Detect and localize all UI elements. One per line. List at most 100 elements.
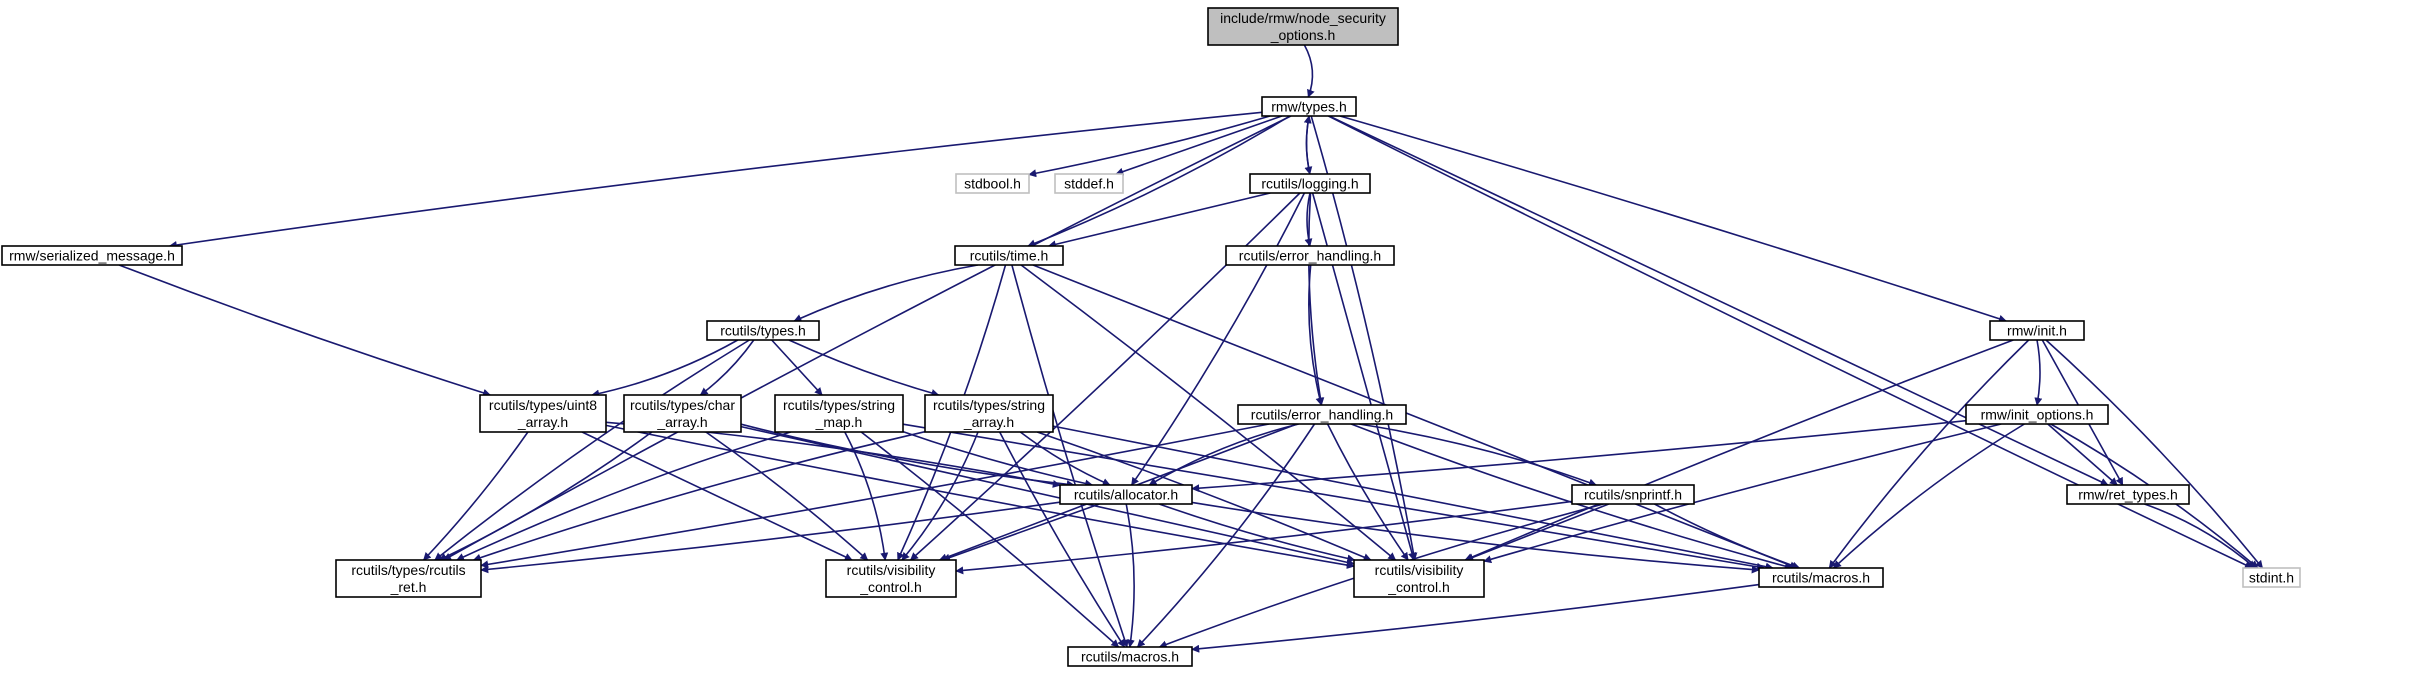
include-edge: [860, 431, 1120, 648]
node-box[interactable]: [1067, 646, 1193, 667]
node-box[interactable]: [2066, 484, 2190, 505]
node-box[interactable]: [706, 320, 820, 341]
node-stddef[interactable]: stddef.h: [1054, 173, 1124, 194]
include-edge: [168, 111, 1263, 249]
include-edge: [1465, 503, 1610, 562]
node-label: _control.h: [859, 579, 921, 595]
node-stdbool[interactable]: stdbool.h: [955, 173, 1030, 194]
node-box[interactable]: [1225, 245, 1395, 266]
node-box[interactable]: [1207, 7, 1399, 46]
node-label: rcutils/macros.h: [1772, 570, 1870, 586]
node-box[interactable]: [954, 245, 1064, 266]
include-edge: [2034, 339, 2043, 406]
node-string-array[interactable]: rcutils/types/string_array.h: [924, 394, 1054, 433]
node-box[interactable]: [924, 394, 1054, 433]
node-label: include/rmw/node_security: [1220, 10, 1386, 26]
node-rcutils-allocator[interactable]: rcutils/allocator.h: [1059, 484, 1193, 505]
node-string-map[interactable]: rcutils/types/string_map.h: [774, 394, 904, 433]
node-rcutils-snprintf[interactable]: rcutils/snprintf.h: [1571, 484, 1695, 505]
node-char-array[interactable]: rcutils/types/char_array.h: [623, 394, 742, 433]
include-edge: [942, 503, 1100, 562]
node-rmw-ret-types[interactable]: rmw/ret_types.h: [2066, 484, 2190, 505]
include-edge: [1191, 419, 1967, 493]
node-label: _array.h: [517, 414, 568, 430]
include-edge: [1828, 339, 2030, 569]
node-label: stdbool.h: [964, 176, 1021, 192]
include-edge: [1130, 192, 1306, 486]
node-rmw-init[interactable]: rmw/init.h: [1989, 320, 2085, 341]
node-root[interactable]: include/rmw/node_security_options.h: [1207, 7, 1399, 46]
node-box[interactable]: [825, 559, 957, 598]
node-rmw-serialized-message[interactable]: rmw/serialized_message.h: [1, 245, 183, 266]
node-box[interactable]: [335, 559, 482, 598]
node-rcutils-time[interactable]: rcutils/time.h: [954, 245, 1064, 266]
include-edge: [2045, 339, 2264, 569]
node-rcutils-ret[interactable]: rcutils/types/rcutils_ret.h: [335, 559, 482, 598]
node-visibility-left[interactable]: rcutils/visibility_control.h: [825, 559, 957, 598]
node-stdint[interactable]: stdint.h: [2242, 567, 2301, 588]
include-edge: [955, 500, 1573, 575]
node-rmw-types[interactable]: rmw/types.h: [1261, 96, 1357, 117]
node-uint8-array[interactable]: rcutils/types/uint8_array.h: [479, 394, 607, 433]
include-edge: [1028, 115, 1271, 178]
include-edge: [456, 431, 791, 561]
node-rcutils-error-handling-mid[interactable]: rcutils/error_handling.h: [1237, 404, 1407, 425]
include-edge: [443, 115, 1292, 561]
node-box[interactable]: [1758, 567, 1884, 588]
node-box[interactable]: [2242, 567, 2301, 588]
node-box[interactable]: [774, 394, 904, 433]
node-label: _control.h: [1387, 579, 1449, 595]
include-edge: [1027, 115, 1291, 248]
node-box[interactable]: [1054, 173, 1124, 194]
node-rcutils-logging[interactable]: rcutils/logging.h: [1249, 173, 1371, 194]
node-box[interactable]: [1, 245, 183, 266]
node-box[interactable]: [479, 394, 607, 433]
node-rmw-init-options[interactable]: rmw/init_options.h: [1965, 404, 2109, 425]
include-edge: [1191, 501, 1760, 574]
node-box[interactable]: [1353, 559, 1485, 598]
node-rcutils-error-handling-top[interactable]: rcutils/error_handling.h: [1225, 245, 1395, 266]
node-box[interactable]: [955, 173, 1030, 194]
include-edge: [1358, 423, 1597, 487]
node-box[interactable]: [1571, 484, 1695, 505]
include-edge: [472, 430, 926, 562]
node-label: _ret.h: [390, 579, 427, 595]
include-edge: [699, 339, 755, 396]
node-box[interactable]: [1237, 404, 1407, 425]
node-macros-bottom[interactable]: rcutils/macros.h: [1067, 646, 1193, 667]
include-edge: [1311, 192, 1416, 561]
node-box[interactable]: [1059, 484, 1193, 505]
node-label: rcutils/visibility: [1375, 562, 1464, 578]
node-label: stdint.h: [2249, 570, 2294, 586]
node-label: rcutils/error_handling.h: [1251, 407, 1393, 423]
include-edge: [1191, 583, 1760, 653]
node-label: rmw/serialized_message.h: [9, 248, 175, 264]
node-box[interactable]: [1261, 96, 1357, 117]
node-box[interactable]: [1989, 320, 2085, 341]
node-rcutils-types[interactable]: rcutils/types.h: [706, 320, 820, 341]
include-edge: [1047, 192, 1271, 249]
include-edge: [118, 264, 491, 397]
node-label: _map.h: [815, 414, 863, 430]
node-label: rmw/ret_types.h: [2078, 487, 2178, 503]
include-edge: [902, 430, 1094, 488]
include-edge: [740, 425, 1355, 567]
include-edge: [1148, 423, 1299, 486]
node-label: rcutils/visibility: [847, 562, 936, 578]
node-box[interactable]: [1965, 404, 2109, 425]
node-box[interactable]: [1249, 173, 1371, 194]
node-box[interactable]: [623, 394, 742, 433]
include-edge: [1019, 431, 1111, 486]
node-label: rcutils/error_handling.h: [1239, 248, 1381, 264]
include-edge: [1115, 115, 1283, 176]
include-edge: [788, 339, 940, 397]
include-edge: [2047, 423, 2118, 486]
node-visibility-right[interactable]: rcutils/visibility_control.h: [1353, 559, 1485, 598]
node-label: rcutils/allocator.h: [1074, 487, 1178, 503]
node-macros-right[interactable]: rcutils/macros.h: [1758, 567, 1884, 588]
node-label: _array.h: [963, 414, 1014, 430]
node-label: rcutils/types/char: [630, 397, 735, 413]
node-label: _options.h: [1270, 27, 1336, 43]
include-edge: [1464, 339, 2014, 561]
node-label: rcutils/types/string: [783, 397, 895, 413]
